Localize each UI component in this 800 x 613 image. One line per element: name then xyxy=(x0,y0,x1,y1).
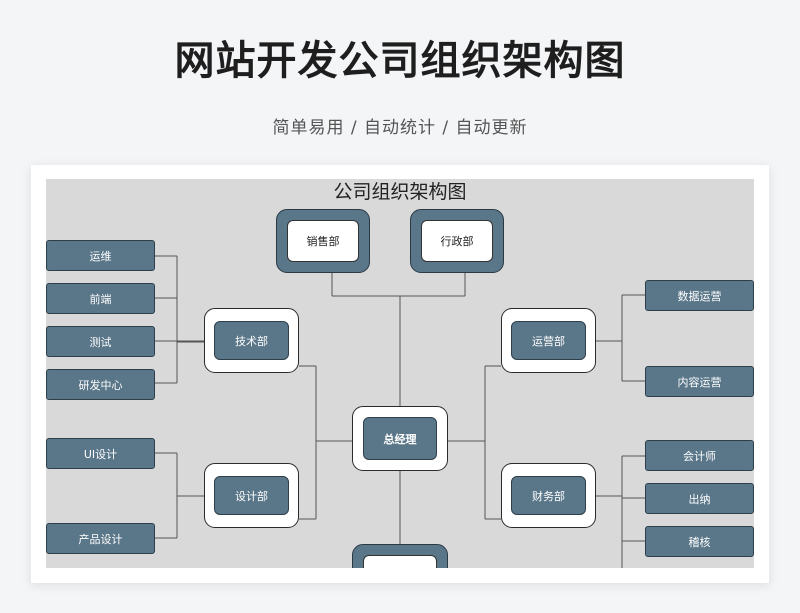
node-sales[interactable]: 销售部 xyxy=(276,209,370,273)
node-admin-label: 行政部 xyxy=(421,220,493,262)
leaf-testing[interactable]: 测试 xyxy=(46,326,155,357)
chart-title: 公司组织架构图 xyxy=(333,181,467,203)
node-operations[interactable]: 运营部 xyxy=(501,308,596,373)
node-operations-label: 运营部 xyxy=(511,321,586,360)
leaf-ui-design[interactable]: UI设计 xyxy=(46,438,155,469)
leaf-cashier[interactable]: 出纳 xyxy=(645,483,754,514)
leaf-product-design[interactable]: 产品设计 xyxy=(46,523,155,554)
node-admin[interactable]: 行政部 xyxy=(410,209,504,273)
node-bottom-label xyxy=(363,555,437,568)
node-design[interactable]: 设计部 xyxy=(204,463,299,528)
leaf-content-operations[interactable]: 内容运营 xyxy=(645,366,754,397)
leaf-rnd-center[interactable]: 研发中心 xyxy=(46,369,155,400)
leaf-audit[interactable]: 稽核 xyxy=(645,526,754,557)
node-tech[interactable]: 技术部 xyxy=(204,308,299,373)
node-finance[interactable]: 财务部 xyxy=(501,463,596,528)
leaf-accountant[interactable]: 会计师 xyxy=(645,440,754,471)
node-ceo[interactable]: 总经理 xyxy=(352,406,448,471)
node-sales-label: 销售部 xyxy=(287,220,359,262)
leaf-ops-maintenance[interactable]: 运维 xyxy=(46,240,155,271)
leaf-frontend[interactable]: 前端 xyxy=(46,283,155,314)
node-design-label: 设计部 xyxy=(214,476,289,515)
connector-lines xyxy=(154,255,646,568)
page-title: 网站开发公司组织架构图 xyxy=(174,38,626,84)
node-tech-label: 技术部 xyxy=(214,321,289,360)
node-finance-label: 财务部 xyxy=(511,476,586,515)
org-chart-canvas: 公司组织架构图 销售部 行政部 总经理 技术部 设计部 运营部 财务部 运维 前… xyxy=(46,179,754,568)
node-ceo-label: 总经理 xyxy=(363,417,437,460)
page-subtitle: 简单易用 / 自动统计 / 自动更新 xyxy=(272,118,528,138)
node-bottom-partial[interactable] xyxy=(352,544,448,568)
leaf-data-operations[interactable]: 数据运营 xyxy=(645,280,754,311)
